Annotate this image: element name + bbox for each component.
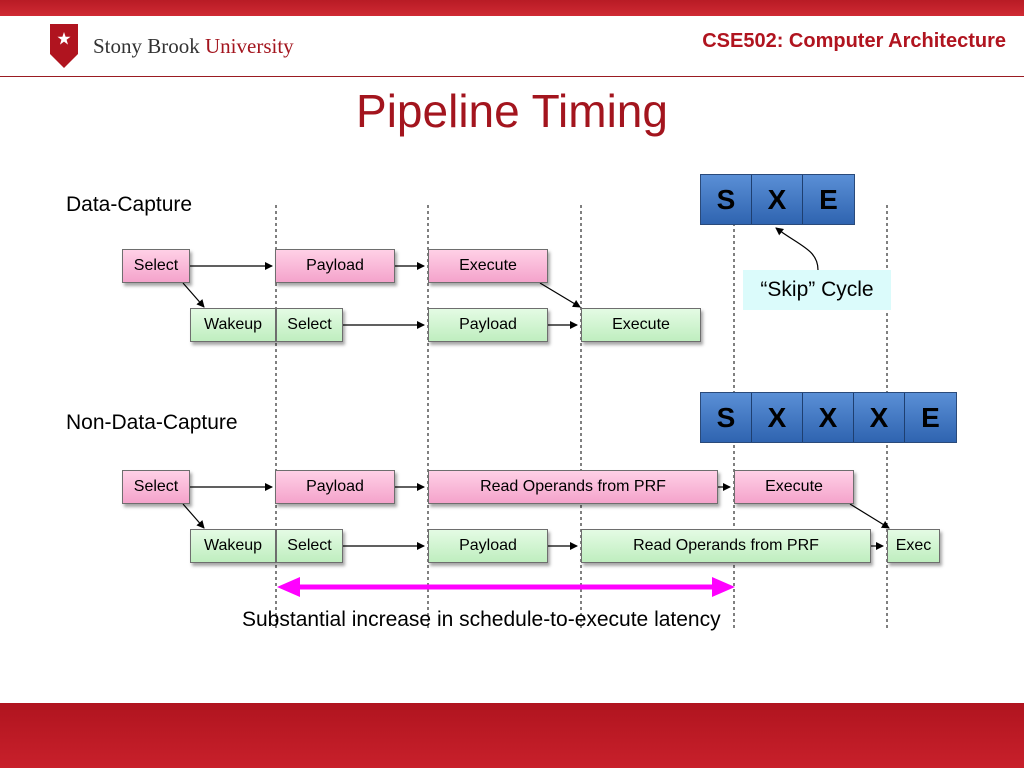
dc-select-box-2: Select [276,308,343,342]
dc-payload-box-2: Payload [428,308,548,342]
logo-wordmark: Stony Brook University [93,34,294,59]
ndc-execute-box: Execute [734,470,854,504]
latency-caption: Substantial increase in schedule-to-exec… [242,608,721,631]
ndc-arrow-select-wakeup [182,503,205,529]
dc-payload-box: Payload [275,249,395,283]
top-accent-bar [0,0,1024,16]
ndc-arrow-execute-exec [849,503,890,529]
dc-arrow-execute-execute2 [539,282,581,308]
course-title: CSE502: Computer Architecture [702,30,1006,52]
slide-title: Pipeline Timing [356,85,668,137]
dc-arrow-select-wakeup [182,282,205,308]
university-logo: Stony Brook University [50,24,320,70]
dc-wakeup-box: Wakeup [190,308,276,342]
latency-double-arrow [277,577,735,597]
dc-execute-box-2: Execute [581,308,701,342]
ndc-exec-box: Exec [887,529,940,563]
shield-icon [50,24,78,68]
dc-execute-box: Execute [428,249,548,283]
ndc-stage-strip: S X X X E [700,392,957,443]
stage-cell: X [752,393,803,442]
stage-cell: X [854,393,905,442]
stage-cell: E [803,175,854,224]
bottom-accent-bar [0,703,1024,768]
data-capture-label: Data-Capture [66,193,193,216]
logo-wordmark-secondary: University [205,34,294,58]
non-data-capture-label: Non-Data-Capture [66,411,238,434]
stage-cell: E [905,393,956,442]
ndc-select-box: Select [122,470,190,504]
stage-cell: X [752,175,803,224]
ndc-select-box-2: Select [276,529,343,563]
ndc-read-operands-box-2: Read Operands from PRF [581,529,871,563]
ndc-payload-box: Payload [275,470,395,504]
dc-stage-strip: S X E [700,174,855,225]
stage-cell: X [803,393,854,442]
ndc-wakeup-box: Wakeup [190,529,276,563]
skip-cycle-callout: “Skip” Cycle [743,270,891,310]
skip-cycle-pointer [775,227,819,271]
stage-cell: S [701,175,752,224]
stage-cell: S [701,393,752,442]
header-divider [0,76,1024,77]
ndc-read-operands-box: Read Operands from PRF [428,470,718,504]
ndc-payload-box-2: Payload [428,529,548,563]
logo-wordmark-primary: Stony Brook [93,34,200,58]
dc-select-box: Select [122,249,190,283]
